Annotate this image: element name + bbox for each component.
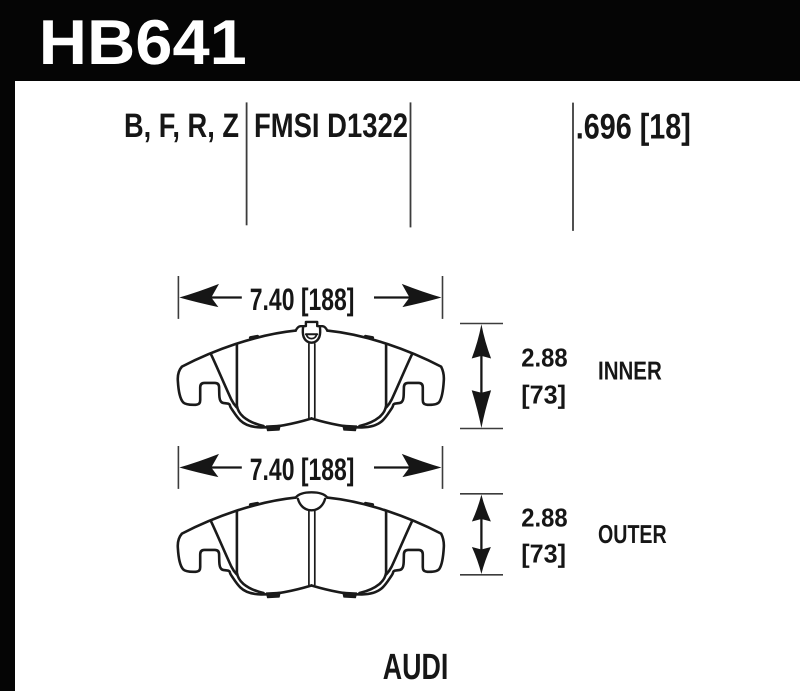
svg-text:2.88: 2.88 [521, 503, 567, 533]
svg-text:B, F, R, Z: B, F, R, Z [124, 107, 239, 145]
svg-text:OUTER: OUTER [598, 519, 667, 549]
svg-text:HB641: HB641 [39, 8, 247, 78]
svg-text:INNER: INNER [598, 356, 662, 386]
svg-text:AUDI: AUDI [383, 646, 449, 687]
svg-text:7.40 [188]: 7.40 [188] [250, 282, 355, 317]
svg-text:.696 [18]: .696 [18] [576, 107, 691, 147]
svg-text:7.40 [188]: 7.40 [188] [250, 452, 355, 487]
svg-text:2.88: 2.88 [521, 343, 567, 373]
svg-text:[73]: [73] [521, 539, 566, 569]
svg-text:[73]: [73] [521, 380, 566, 410]
svg-text:FMSI D1322: FMSI D1322 [254, 107, 408, 145]
